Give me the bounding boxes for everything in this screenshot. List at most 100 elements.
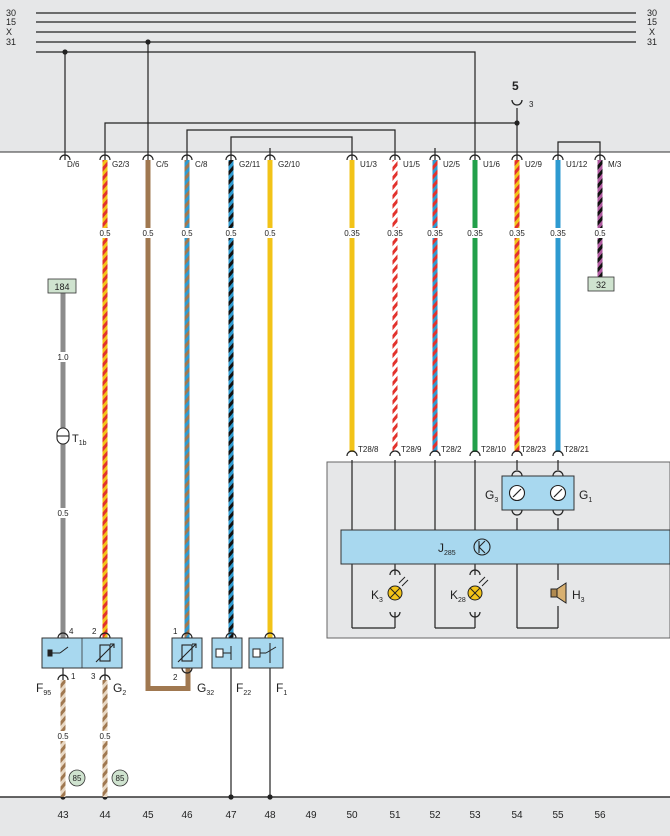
bottom-panel [0, 797, 670, 836]
track-50: 50 [346, 810, 358, 821]
pin-label-u15: U1/5 [403, 160, 420, 169]
rail-left-x: X [6, 27, 12, 37]
pin-g32-1: 1 [173, 627, 178, 636]
gauge-u112: 0.35 [550, 229, 566, 238]
sender-g32-icon [177, 643, 197, 663]
gauge-c5: 0.5 [142, 229, 154, 238]
pin-f95-4: 4 [69, 627, 74, 636]
label-g2: G2 [113, 681, 126, 697]
track-54: 54 [511, 810, 523, 821]
track-52: 52 [429, 810, 441, 821]
control-unit-j285 [340, 529, 670, 565]
ground-point-symbol [511, 99, 523, 106]
gauge-c8: 0.5 [181, 229, 193, 238]
gauge-grey-bottom: 0.5 [57, 509, 69, 518]
gauge-u29: 0.35 [509, 229, 525, 238]
cluster-pin-t28-9: T28/9 [401, 445, 422, 454]
wire-g211-blue-black [228, 160, 234, 638]
track-55: 55 [552, 810, 564, 821]
wire-u13-yellow [349, 160, 355, 452]
gauge-g1-icon [549, 484, 567, 502]
ref-184: 184 [54, 282, 69, 292]
pin-label-m3: M/3 [608, 160, 622, 169]
track-46: 46 [181, 810, 193, 821]
component-f95-g2-pins [57, 632, 111, 681]
pin-label-u13: U1/3 [360, 160, 377, 169]
buzzer-h3-icon [550, 582, 567, 604]
track-53: 53 [469, 810, 481, 821]
gauge-u13: 0.35 [344, 229, 360, 238]
rail-left-30: 30 [6, 8, 16, 18]
connector-icon [56, 427, 70, 445]
ref-85b: 85 [116, 774, 125, 783]
label-g32: G32 [197, 681, 214, 697]
gauge-labels: 0.5 0.5 0.5 0.5 0.5 0.35 0.35 0.35 0.35 … [55, 228, 608, 741]
top-pin-labels: D/6 G2/3 C/5 C/8 G2/11 G2/10 U1/3 U1/5 U… [67, 160, 622, 169]
wire-g210-yellow [267, 160, 273, 638]
ref-32: 32 [596, 280, 606, 290]
ground-point-sub: 3 [529, 100, 534, 109]
gauge-g210: 0.5 [264, 229, 276, 238]
track-56: 56 [594, 810, 606, 821]
track-numbers: 43 44 45 46 47 48 49 50 51 52 53 54 55 5… [57, 810, 606, 821]
ref-85a: 85 [73, 774, 82, 783]
track-44: 44 [99, 810, 111, 821]
wire-g32-brown-up [185, 668, 191, 690]
connector-label: T1b [72, 433, 87, 447]
track-43: 43 [57, 810, 69, 821]
gauge-m3: 0.5 [594, 229, 606, 238]
component-g32-pins [181, 632, 193, 674]
label-f95: F95 [36, 681, 51, 697]
pin-label-g23: G2/3 [112, 160, 130, 169]
switch-f22-icon [215, 646, 232, 660]
rail-right-15: 15 [647, 17, 657, 27]
pin-label-g211: G2/11 [239, 160, 261, 169]
rail-right-30: 30 [647, 8, 657, 18]
power-rails [36, 12, 636, 43]
pin-label-u16: U1/6 [483, 160, 500, 169]
wire-m3-black-violet [597, 160, 603, 277]
wire-g32-brown-return [145, 686, 191, 691]
gauge-u25: 0.35 [427, 229, 443, 238]
track-47: 47 [225, 810, 237, 821]
cluster-pin-arcs [346, 450, 564, 457]
wire-u112-blue [555, 160, 561, 452]
pin-label-u29: U2/9 [525, 160, 542, 169]
track-49: 49 [305, 810, 317, 821]
label-f1: F1 [276, 681, 287, 697]
gauge-u16: 0.35 [467, 229, 483, 238]
cluster-pin-t28-2: T28/2 [441, 445, 462, 454]
label-g1: G1 [579, 488, 592, 504]
transistor-icon [473, 538, 491, 556]
wire-u29-red-yellow [514, 160, 520, 452]
ref-32-tag [587, 276, 615, 292]
label-k28: K28 [450, 588, 466, 604]
wire-grey [60, 293, 66, 638]
top-pin-stubs [64, 148, 601, 160]
lamp-k3-icon [387, 569, 409, 618]
cluster-pin-labels: T28/8 T28/9 T28/2 T28/10 T28/23 T28/21 [358, 445, 589, 454]
gauge-module-pins [511, 470, 564, 516]
gauge-grey-top: 1.0 [57, 353, 69, 362]
pin-g2-3: 3 [91, 672, 96, 681]
rail-right-31: 31 [647, 37, 657, 47]
gauge-g211: 0.5 [225, 229, 237, 238]
track-51: 51 [389, 810, 401, 821]
ref-85b-tag [111, 769, 129, 787]
pin-label-u112: U1/12 [566, 160, 588, 169]
label-j285: J285 [438, 541, 456, 557]
pin-label-g210: G2/10 [278, 160, 300, 169]
wire-u16-green [472, 160, 478, 452]
label-h3: H3 [572, 588, 585, 604]
track-48: 48 [264, 810, 276, 821]
wire-c5-brown [145, 160, 151, 690]
label-g3: G3 [485, 488, 498, 504]
rail-left-31: 31 [6, 37, 16, 47]
label-f22: F22 [236, 681, 251, 697]
top-routing [36, 42, 601, 148]
top-pin-arcs [59, 154, 606, 161]
cluster-pin-t28-8: T28/8 [358, 445, 379, 454]
pin-label-d6: D/6 [67, 160, 80, 169]
junction-dots [62, 39, 520, 126]
